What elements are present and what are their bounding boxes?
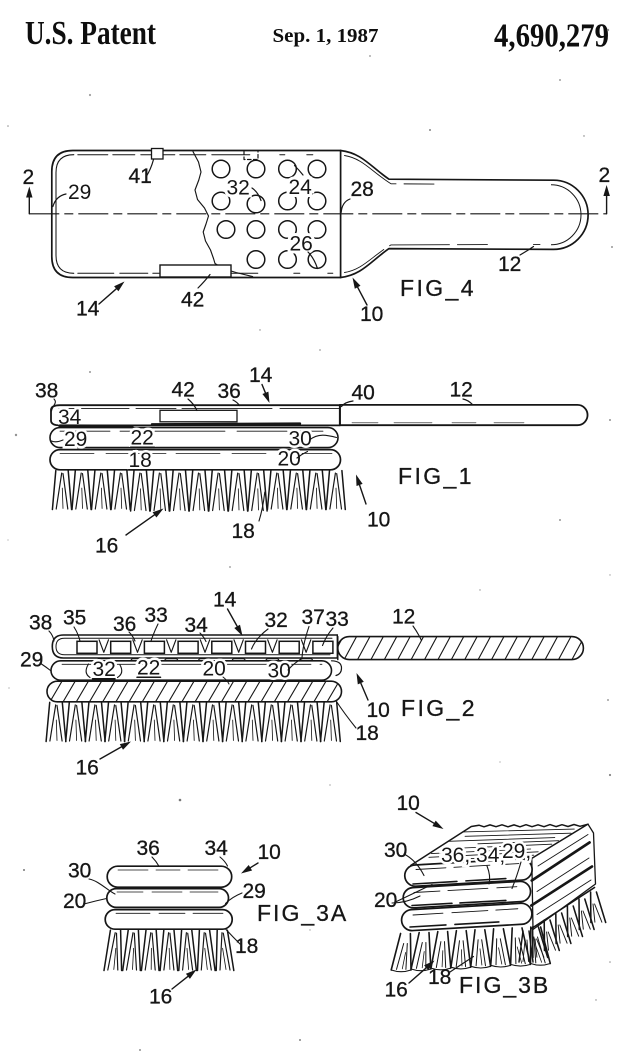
svg-text:20: 20 (203, 658, 226, 681)
svg-text:30: 30 (68, 860, 91, 883)
svg-text:30: 30 (289, 428, 312, 451)
svg-text:38: 38 (35, 380, 58, 403)
svg-text:FIG_2: FIG_2 (401, 695, 477, 721)
svg-text:30: 30 (268, 660, 291, 683)
svg-text:42: 42 (172, 379, 195, 402)
svg-text:FIG_3B: FIG_3B (459, 972, 550, 998)
svg-text:FIG_1: FIG_1 (398, 463, 474, 489)
svg-text:20: 20 (63, 890, 86, 913)
svg-text:32: 32 (265, 609, 288, 632)
svg-text:42: 42 (181, 289, 204, 312)
svg-text:35: 35 (63, 607, 86, 630)
svg-text:28: 28 (351, 178, 374, 201)
svg-text:16: 16 (95, 535, 118, 558)
svg-text:29,: 29, (502, 840, 531, 863)
svg-text:33: 33 (145, 604, 168, 627)
svg-text:14: 14 (249, 364, 273, 387)
svg-text:36: 36 (113, 613, 136, 636)
svg-text:2: 2 (23, 166, 35, 189)
svg-text:2: 2 (599, 164, 611, 187)
svg-text:36, 34,: 36, 34, (441, 844, 505, 867)
svg-text:32: 32 (93, 658, 116, 681)
svg-text:24: 24 (289, 176, 313, 199)
svg-text:14: 14 (213, 589, 237, 612)
svg-text:12: 12 (498, 253, 521, 276)
svg-text:30: 30 (384, 839, 407, 862)
svg-text:18: 18 (129, 449, 152, 472)
svg-text:38: 38 (29, 612, 52, 635)
svg-text:32: 32 (227, 177, 250, 200)
svg-text:10: 10 (367, 509, 390, 532)
svg-text:18: 18 (428, 966, 451, 989)
svg-text:16: 16 (76, 757, 99, 780)
svg-text:34: 34 (205, 837, 229, 860)
svg-text:41: 41 (129, 165, 152, 188)
svg-text:34: 34 (185, 614, 209, 637)
svg-text:22: 22 (131, 427, 154, 450)
svg-text:FIG_3A: FIG_3A (257, 900, 348, 926)
svg-text:10: 10 (258, 841, 281, 864)
svg-text:18: 18 (235, 935, 258, 958)
svg-text:40: 40 (352, 382, 375, 405)
svg-text:FIG_4: FIG_4 (400, 275, 476, 301)
svg-text:12: 12 (450, 379, 473, 402)
svg-text:26: 26 (290, 233, 313, 256)
svg-text:12: 12 (392, 606, 415, 629)
svg-text:10: 10 (360, 303, 383, 326)
svg-text:29: 29 (243, 880, 266, 903)
svg-text:36: 36 (218, 380, 241, 403)
svg-text:37: 37 (302, 606, 325, 629)
svg-text:18: 18 (232, 520, 255, 543)
svg-text:22: 22 (137, 657, 160, 680)
svg-text:16: 16 (385, 979, 408, 1002)
svg-text:Sep. 1, 1987: Sep. 1, 1987 (273, 25, 379, 47)
svg-text:29: 29 (68, 181, 91, 204)
svg-text:10: 10 (367, 699, 390, 722)
svg-text:4,690,279: 4,690,279 (494, 18, 609, 55)
svg-text:14: 14 (76, 298, 100, 321)
svg-text:33: 33 (326, 608, 349, 631)
svg-text:20: 20 (374, 889, 397, 912)
svg-text:18: 18 (356, 722, 379, 745)
svg-text:29: 29 (20, 649, 43, 672)
svg-text:20: 20 (278, 448, 301, 471)
svg-text:10: 10 (397, 792, 420, 815)
svg-text:29: 29 (64, 428, 87, 451)
svg-text:16: 16 (149, 986, 172, 1009)
svg-text:U.S. Patent: U.S. Patent (25, 15, 157, 52)
svg-text:36: 36 (137, 837, 160, 860)
